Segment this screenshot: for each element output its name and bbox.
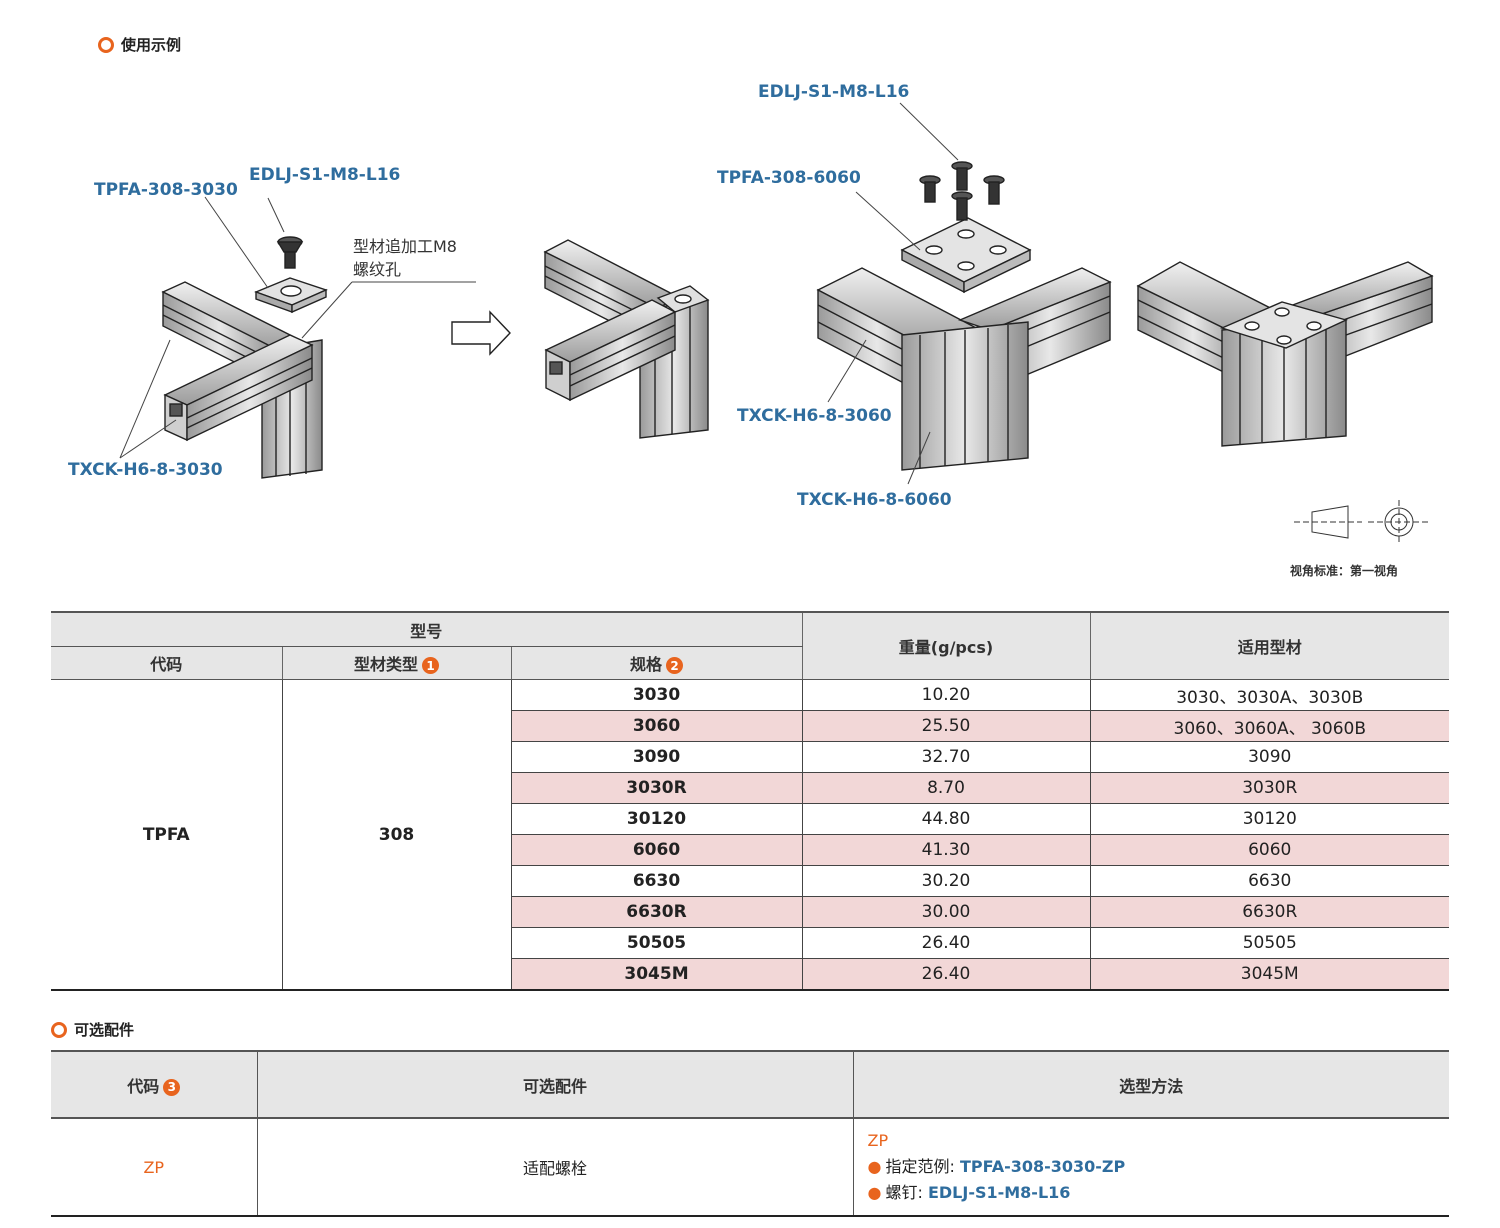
weight-cell: 8.70	[801, 772, 1090, 804]
applicable-profile-cell: 3090	[1089, 741, 1449, 773]
applicable-profile-cell: 3030、3030A、3030B	[1089, 679, 1449, 711]
first-angle-projection-icon	[1294, 500, 1428, 544]
left-profile-label: TXCK-H6-8-3030	[68, 460, 223, 480]
applicable-profile-cell: 50505	[1089, 927, 1449, 959]
weight-cell: 30.00	[801, 896, 1090, 928]
option-name-cell: 适配螺栓	[256, 1118, 853, 1217]
right-bolt-label: EDLJ-S1-M8-L16	[758, 82, 909, 102]
view-standard-label: 视角标准：第一视角	[1290, 563, 1398, 578]
applicable-profile-cell: 6630R	[1089, 896, 1449, 928]
spec-cell: 6630R	[510, 896, 802, 928]
weight-cell: 30.20	[801, 865, 1090, 897]
weight-cell: 32.70	[801, 741, 1090, 773]
right-plate-label: TPFA-308-6060	[717, 168, 861, 188]
left-note-line1: 型材追加工M8	[353, 237, 457, 256]
right-profile-label-a: TXCK-H6-8-3060	[737, 406, 892, 426]
option-code-cell: ZP	[51, 1118, 257, 1217]
profile-type-cell: 308	[281, 679, 511, 991]
left-plate-label: TPFA-308-3030	[94, 180, 238, 200]
options-header-method: 选型方法	[852, 1050, 1449, 1119]
spec-cell: 3030R	[510, 772, 802, 804]
left-note-line2: 螺纹孔	[353, 260, 401, 279]
applicable-profile-cell: 3060、3060A、 3060B	[1089, 710, 1449, 742]
options-section-title: 可选配件	[51, 1019, 134, 1040]
weight-cell: 26.40	[801, 927, 1090, 959]
method-code: ZP	[867, 1131, 889, 1150]
usage-section-title: 使用示例	[98, 34, 181, 55]
assembled-small-drawing	[543, 239, 710, 439]
spec-cell: 3045M	[510, 958, 802, 991]
left-bolt-label: EDLJ-S1-M8-L16	[249, 165, 400, 185]
right-leader-lines	[827, 102, 959, 485]
usage-illustration: TPFA-308-3030 EDLJ-S1-M8-L16 型材追加工M8 螺纹孔…	[68, 82, 1434, 578]
badge-3-icon: 3	[163, 1078, 181, 1096]
left-assembly-drawing	[161, 236, 328, 479]
applicable-profile-cell: 6060	[1089, 834, 1449, 866]
left-leader-lines	[119, 196, 476, 459]
method-example-line: ●指定范例: TPFA-308-3030-ZP	[867, 1157, 1126, 1176]
header-weight: 重量(g/pcs)	[801, 611, 1090, 680]
options-header-option: 可选配件	[256, 1050, 853, 1119]
right-arrow-icon	[451, 310, 511, 356]
weight-cell: 44.80	[801, 803, 1090, 835]
weight-cell: 25.50	[801, 710, 1090, 742]
applicable-profile-cell: 3045M	[1089, 958, 1449, 991]
header-model-group: 型号	[51, 611, 802, 647]
spec-cell: 6630	[510, 865, 802, 897]
bullet-dot-icon: ●	[867, 1157, 882, 1176]
options-section-title-text: 可选配件	[74, 1021, 135, 1039]
code-cell: TPFA	[51, 679, 282, 991]
applicable-profile-cell: 6630	[1089, 865, 1449, 897]
method-screw-value: EDLJ-S1-M8-L16	[927, 1183, 1071, 1202]
weight-cell: 41.30	[801, 834, 1090, 866]
right-assembly-drawing	[816, 161, 1112, 471]
option-method-cell: ZP ●指定范例: TPFA-308-3030-ZP ●螺钉: EDLJ-S1-…	[852, 1118, 1449, 1217]
spec-cell: 50505	[510, 927, 802, 959]
weight-cell: 26.40	[801, 958, 1090, 991]
header-applicable-profile: 适用型材	[1089, 611, 1449, 680]
header-code: 代码	[51, 646, 282, 680]
spec-cell: 30120	[510, 803, 802, 835]
badge-1-icon: 1	[422, 657, 439, 674]
weight-cell: 10.20	[801, 679, 1090, 711]
applicable-profile-cell: 3030R	[1089, 772, 1449, 804]
spec-cell: 3060	[510, 710, 802, 742]
right-profile-label-b: TXCK-H6-8-6060	[797, 490, 952, 510]
assembled-large-drawing	[1136, 261, 1434, 447]
circle-bullet-icon	[51, 1021, 67, 1038]
badge-2-icon: 2	[666, 657, 683, 674]
method-example-value: TPFA-308-3030-ZP	[959, 1157, 1126, 1176]
spec-cell: 3090	[510, 741, 802, 773]
applicable-profile-cell: 30120	[1089, 803, 1449, 835]
usage-section-title-text: 使用示例	[121, 36, 182, 54]
circle-bullet-icon	[98, 36, 114, 53]
bullet-dot-icon: ●	[867, 1183, 882, 1202]
spec-cell: 6060	[510, 834, 802, 866]
method-screw-line: ●螺钉: EDLJ-S1-M8-L16	[867, 1183, 1071, 1202]
options-row: ZP 适配螺栓 ZP ●指定范例: TPFA-308-3030-ZP ●螺钉: …	[51, 1118, 1449, 1217]
spec-cell: 3030	[510, 679, 802, 711]
